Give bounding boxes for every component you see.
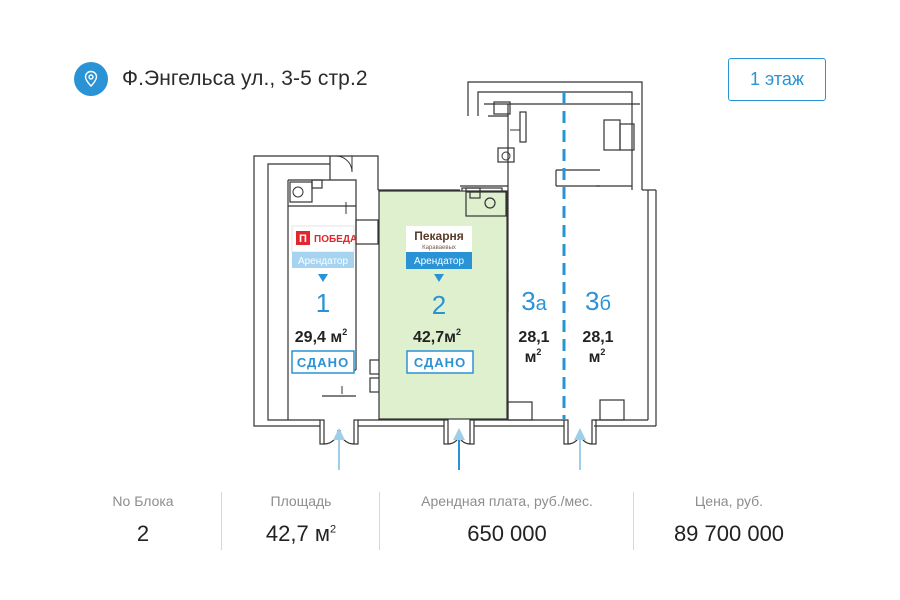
building-walls (253, 81, 657, 427)
stat-divider (379, 492, 380, 550)
stat-block-number-label: No Блока (112, 493, 174, 509)
pobeda-logo-mark: П (299, 233, 307, 245)
svg-text:42,7м2: 42,7м2 (413, 327, 461, 346)
unit-1-area-sup: 2 (342, 327, 347, 337)
pobeda-logo-text: ПОБЕДА (314, 234, 357, 245)
location-pin-icon (74, 62, 108, 96)
unit-3b[interactable]: 3б 28,1 м2 (582, 286, 613, 366)
unit-1-area: 29,4 м (295, 329, 342, 346)
svg-text:м2: м2 (589, 347, 606, 366)
address-title: Ф.Энгельса ул., 3-5 стр.2 (122, 67, 368, 90)
stat-divider (633, 492, 634, 550)
svg-text:3б: 3б (585, 286, 611, 316)
unit-3a-number: 3 (521, 286, 535, 316)
unit-2-status: СДАНО (414, 355, 466, 370)
stat-area-label: Площадь (270, 493, 332, 509)
unit-1-number: 1 (316, 288, 330, 318)
unit-3b-suffix: б (600, 293, 611, 315)
stat-price-value: 89 700 000 (673, 521, 785, 546)
unit-1[interactable]: П ПОБЕДА Арендатор 1 29,4 м2 СДАНО (291, 225, 357, 374)
stat-area-sup: 2 (329, 523, 337, 536)
header: Ф.Энгельса ул., 3-5 стр.2 (74, 62, 368, 96)
unit-3b-area-value: 28,1 (582, 329, 613, 346)
bakery-logo-text: Пекарня (414, 229, 464, 243)
stat-block-number-value: 2 (136, 521, 150, 546)
unit-3b-number: 3 (585, 286, 599, 316)
unit-3a[interactable]: 3а 28,1 м2 (518, 286, 549, 366)
bakery-logo (406, 226, 472, 252)
stat-price-label: Цена, руб. (694, 493, 764, 509)
unit-1-tenant-label: Арендатор (298, 256, 349, 267)
stat-price: Цена, руб. 89 700 000 (634, 490, 824, 547)
unit-3a-area-value: 28,1 (518, 329, 549, 346)
unit-2-tenant-label: Арендатор (414, 256, 465, 267)
svg-text:3а: 3а (521, 286, 547, 316)
unit-2[interactable]: Пекарня Караваевых Арендатор 2 42,7м2 СД… (406, 226, 474, 374)
stat-rent-label: Арендная плата, руб./мес. (421, 493, 593, 509)
unit-3a-area-unit: м (525, 349, 537, 366)
unit-2-area: 42,7м (413, 329, 456, 346)
unit-stats: No Блока 2 Площадь 42,7 м2 Арендная плат… (64, 490, 844, 550)
unit-1-status: СДАНО (297, 355, 349, 370)
unit-3b-area-sup: 2 (600, 347, 605, 357)
unit-2-area-sup: 2 (456, 327, 461, 337)
floor-selector-button[interactable]: 1 этаж (728, 58, 826, 101)
stat-block-number: No Блока 2 (64, 490, 222, 547)
stat-rent-value: 650 000 (467, 521, 547, 546)
stat-divider (221, 492, 222, 550)
svg-text:м2: м2 (525, 347, 542, 366)
stat-area: Площадь 42,7 м2 (222, 490, 380, 547)
unit-2-number: 2 (432, 290, 446, 320)
unit-3a-suffix: а (536, 293, 548, 315)
unit-3b-area-unit: м (589, 349, 601, 366)
floor-plan: П ПОБЕДА Арендатор 1 29,4 м2 СДАНО Пекар… (253, 81, 657, 470)
unit-2-fixtures (465, 191, 507, 217)
svg-text:29,4 м2: 29,4 м2 (295, 327, 347, 346)
stat-rent: Арендная плата, руб./мес. 650 000 (380, 490, 634, 547)
bakery-logo-sub: Караваевых (422, 245, 456, 251)
fixtures (292, 129, 520, 394)
stat-area-value: 42,7 м (265, 521, 330, 546)
unit-3a-area-sup: 2 (536, 347, 541, 357)
